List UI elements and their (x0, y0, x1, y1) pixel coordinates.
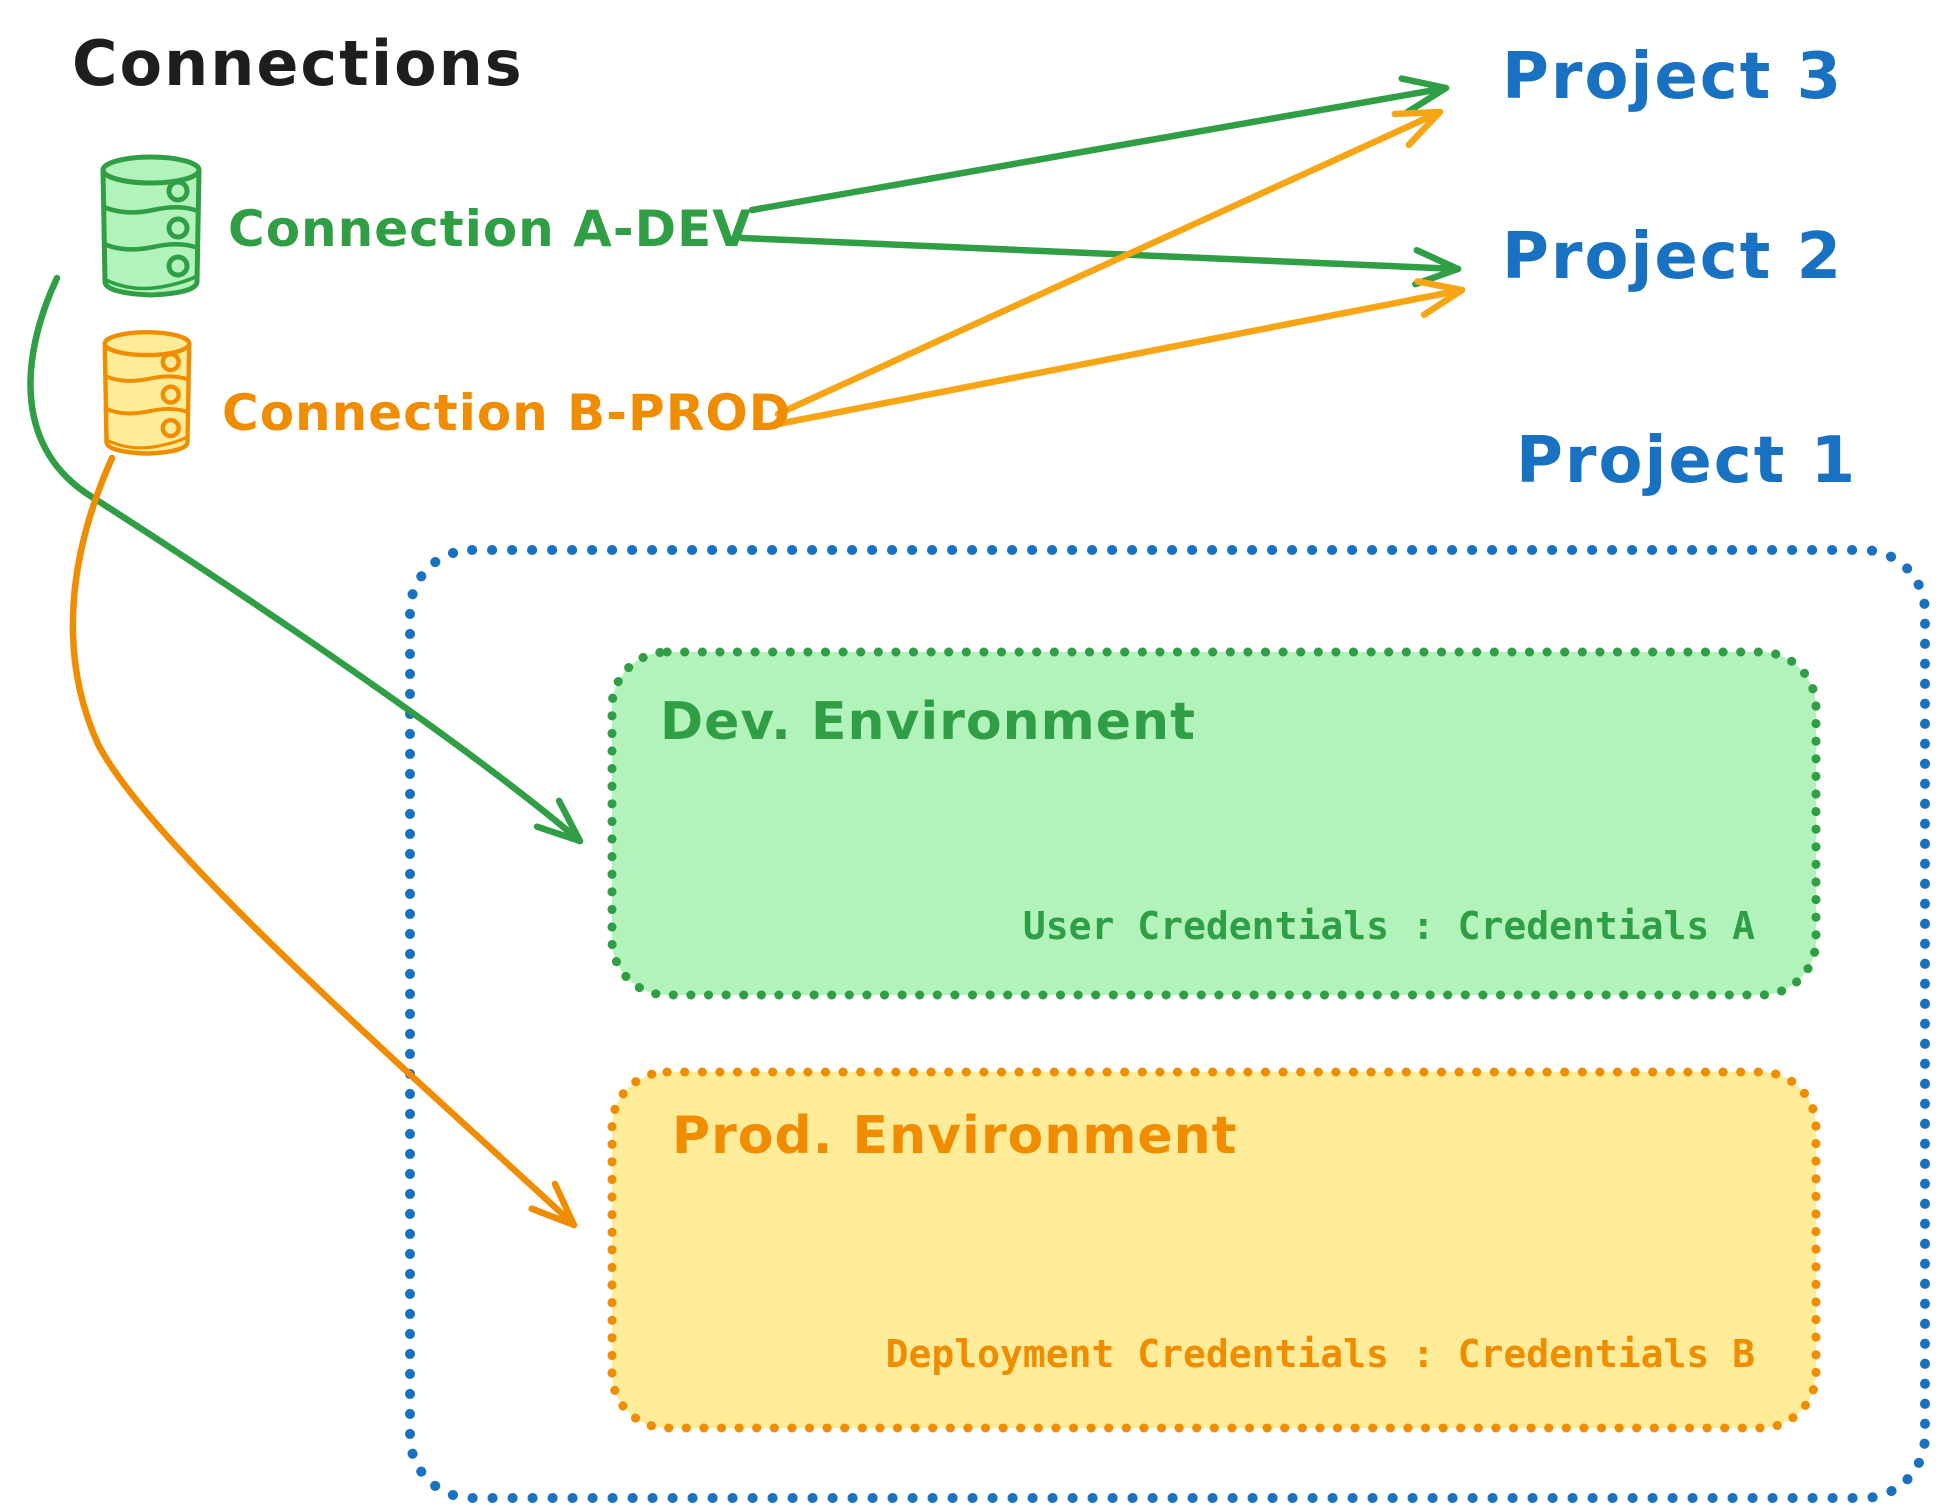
prod-environment-box (607, 1067, 1821, 1433)
database-icon-b-prod (105, 332, 189, 453)
database-icon-a-dev (103, 157, 199, 295)
dev-environment-credentials: User Credentials : Credentials A (1022, 904, 1755, 948)
prod-environment-credentials: Deployment Credentials : Credentials B (885, 1332, 1755, 1376)
dev-environment-box (607, 647, 1821, 1000)
project-1-container-box (405, 545, 1930, 1503)
arrow-b-prod-to-prod-environment (69, 454, 578, 1229)
dev-environment-title: Dev. Environment (660, 692, 1196, 752)
project-1-label: Project 1 (1516, 424, 1858, 498)
project-2-label: Project 2 (1502, 220, 1844, 294)
project-3-label: Project 3 (1502, 40, 1844, 114)
connection-b-prod-label: Connection B-PROD (222, 384, 792, 442)
arrow-a-dev-to-project-2 (738, 234, 1462, 288)
arrow-b-prod-to-project-3 (774, 108, 1444, 418)
arrow-b-prod-to-project-2 (774, 278, 1466, 428)
connection-a-dev-label: Connection A-DEV (228, 200, 752, 258)
arrow-a-dev-to-dev-environment (27, 274, 584, 845)
arrow-a-dev-to-project-3 (748, 75, 1450, 214)
prod-environment-title: Prod. Environment (672, 1106, 1238, 1166)
diagram-title: Connections (72, 27, 524, 100)
